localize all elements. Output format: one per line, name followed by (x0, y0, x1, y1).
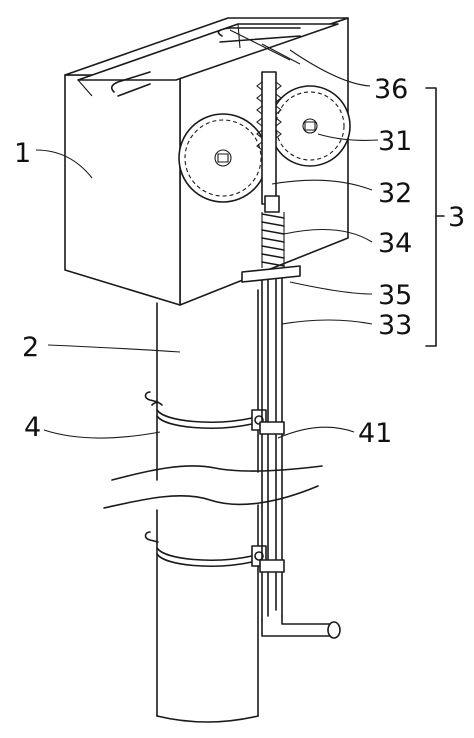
reference-labels: 1 2 3 4 31 32 33 34 35 36 41 (14, 74, 465, 449)
gear-right (269, 85, 351, 167)
label-41: 41 (358, 418, 392, 449)
gear-left (178, 113, 268, 203)
clamp-lower (144, 531, 267, 567)
label-35: 35 (378, 280, 412, 311)
label-36: 36 (374, 74, 408, 105)
label-32: 32 (378, 178, 412, 209)
label-33: 33 (378, 310, 412, 341)
break-lines (103, 465, 323, 509)
spring-34 (261, 195, 285, 268)
plate-35 (241, 265, 301, 283)
clamp-upper (144, 391, 267, 431)
label-2: 2 (22, 332, 39, 363)
rack-36 (256, 71, 282, 205)
label-3: 3 (448, 202, 465, 233)
label-31: 31 (378, 126, 412, 157)
pole (156, 289, 259, 723)
label-1: 1 (14, 138, 31, 169)
rod-33 (259, 271, 341, 639)
label-34: 34 (378, 228, 412, 259)
leader-lines (35, 49, 445, 439)
label-4: 4 (24, 412, 41, 443)
